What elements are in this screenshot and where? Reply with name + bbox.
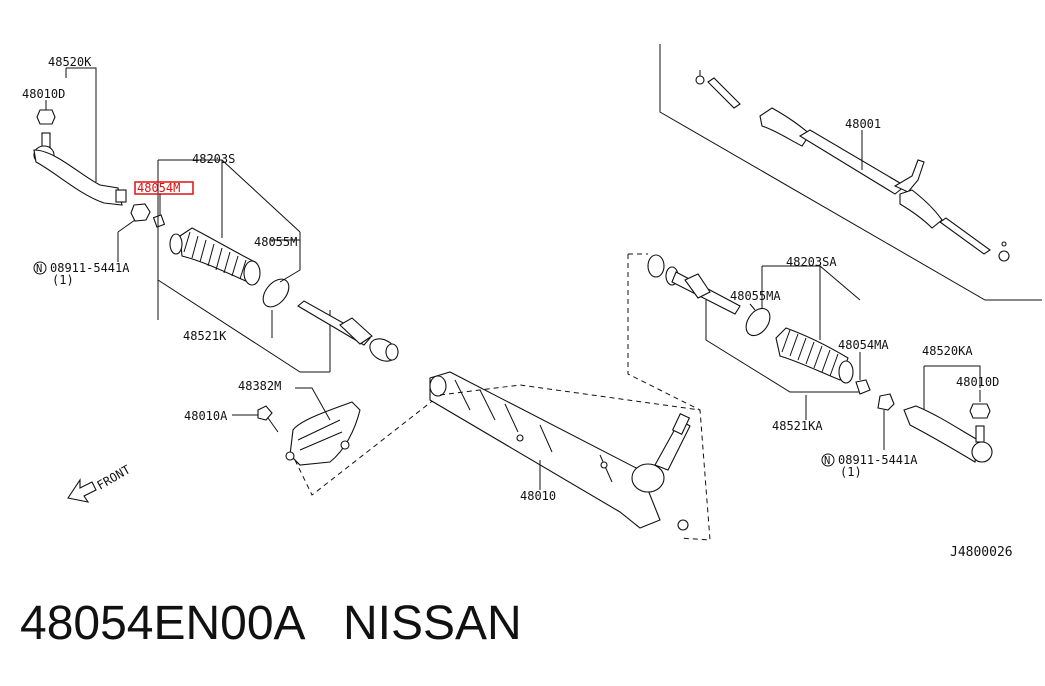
label-08911-left: 08911-5441A (50, 261, 130, 275)
label-48001: 48001 (845, 117, 881, 131)
inner-tie-rod-right (647, 254, 741, 315)
steering-rack-diagram: 48520K 48010D N 08911-5441A (1) 48203S 4… (22, 44, 1042, 560)
label-48203SA: 48203SA (786, 255, 837, 269)
label-qty-right: (1) (840, 465, 862, 479)
bolt-48010A (257, 405, 279, 433)
label-front: FRONT (95, 462, 133, 492)
steering-rack-48010 (429, 371, 691, 531)
label-48055MA: 48055MA (730, 289, 781, 303)
protector-48382M (285, 401, 361, 466)
label-48010D-right: 48010D (956, 375, 999, 389)
caption-part-number: 48054EN00A (20, 597, 303, 650)
steering-boot-left (169, 227, 261, 286)
tie-rod-end-left (33, 103, 127, 206)
steering-boot-right (775, 327, 854, 384)
highlight-box-48054M (134, 181, 194, 195)
label-48520KA: 48520KA (922, 344, 973, 358)
label-48010A: 48010A (184, 409, 228, 423)
label-48010: 48010 (520, 489, 556, 503)
label-48203S: 48203S (192, 152, 235, 166)
label-48010D-left: 48010D (22, 87, 65, 101)
label-48054M: 48054M (137, 181, 180, 195)
label-08911-right: 08911-5441A (838, 453, 918, 467)
label-48521KA: 48521KA (772, 419, 823, 433)
label-48520K: 48520K (48, 55, 92, 69)
front-direction-arrow: FRONT (67, 462, 133, 503)
tie-rod-end-right (877, 393, 993, 463)
label-48521K: 48521K (183, 329, 227, 343)
steering-gear-assembly-48001 (695, 70, 1010, 262)
svg-text:N: N (36, 263, 42, 275)
label-48054MA: 48054MA (838, 338, 889, 352)
inner-tie-rod-left (297, 300, 399, 362)
diagram-code: J4800026 (950, 545, 1013, 560)
label-48055M: 48055M (254, 235, 297, 249)
part-caption: 48054EN00A NISSAN (20, 596, 522, 651)
label-qty-left: (1) (52, 273, 74, 287)
label-48382M: 48382M (238, 379, 281, 393)
caption-brand: NISSAN (342, 597, 522, 650)
svg-text:N: N (824, 455, 830, 467)
